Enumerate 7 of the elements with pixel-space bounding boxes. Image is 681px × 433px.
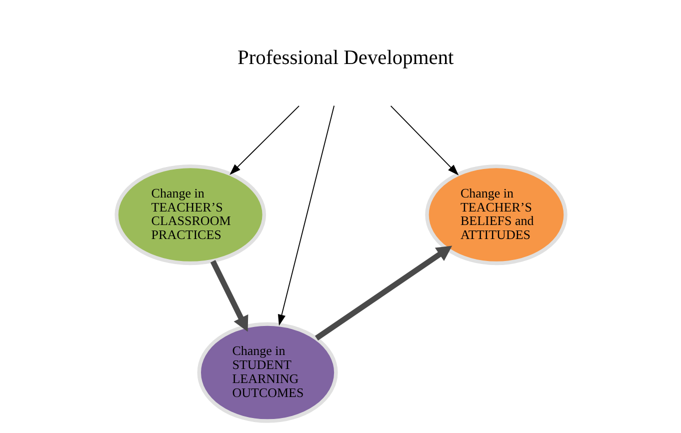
arrow [390, 105, 458, 176]
arrow [314, 246, 452, 341]
arrow [229, 105, 299, 175]
arrow [210, 260, 248, 332]
arrow [277, 105, 334, 326]
node-ellipse: Change in STUDENT LEARNING OUTCOMES [196, 322, 338, 423]
node-text: Professional Development [236, 46, 454, 69]
